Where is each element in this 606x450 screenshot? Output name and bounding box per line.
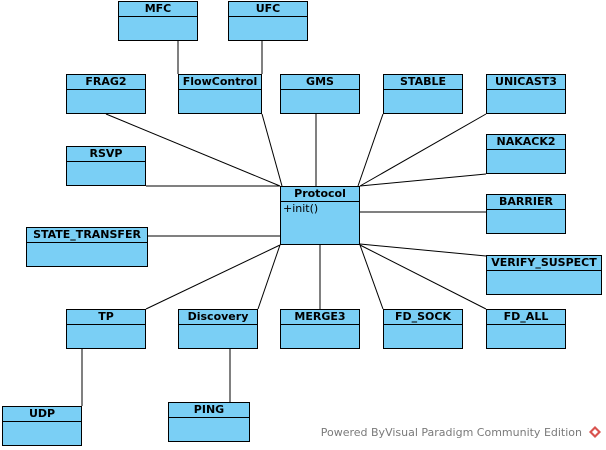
class-operation-protocol: +init() bbox=[283, 202, 319, 215]
class-name-ping: PING bbox=[169, 403, 249, 418]
class-name-tp: TP bbox=[67, 310, 145, 325]
class-box-merge3[interactable]: MERGE3 bbox=[280, 309, 360, 349]
class-name-protocol: Protocol bbox=[281, 187, 359, 202]
class-name-nakack2: NAKACK2 bbox=[487, 135, 565, 150]
association-line-unicast3-to-protocol bbox=[359, 113, 487, 187]
class-box-mfc[interactable]: MFC bbox=[118, 1, 198, 41]
class-name-unicast3: UNICAST3 bbox=[487, 75, 565, 90]
association-line-nakack2-to-protocol bbox=[359, 173, 487, 187]
class-box-stable[interactable]: STABLE bbox=[383, 74, 463, 114]
association-line-discovery-to-protocol bbox=[257, 244, 281, 310]
class-name-stable: STABLE bbox=[384, 75, 462, 90]
class-name-barrier: BARRIER bbox=[487, 195, 565, 210]
class-box-barrier[interactable]: BARRIER bbox=[486, 194, 566, 234]
association-line-flowcontrol-to-protocol bbox=[261, 113, 283, 187]
class-box-tp[interactable]: TP bbox=[66, 309, 146, 349]
class-name-flowcontrol: FlowControl bbox=[179, 75, 261, 90]
association-line-tp-to-protocol bbox=[145, 244, 281, 310]
class-name-rsvp: RSVP bbox=[67, 147, 145, 162]
class-name-gms: GMS bbox=[281, 75, 359, 90]
visual-paradigm-logo-icon bbox=[589, 426, 601, 438]
association-line-stable-to-protocol bbox=[357, 113, 384, 187]
class-box-state-transfer[interactable]: STATE_TRANSFER bbox=[26, 227, 148, 267]
class-box-gms[interactable]: GMS bbox=[280, 74, 360, 114]
class-name-mfc: MFC bbox=[119, 2, 197, 17]
class-box-discovery[interactable]: Discovery bbox=[178, 309, 258, 349]
class-box-udp[interactable]: UDP bbox=[2, 406, 82, 446]
class-name-fd-sock: FD_SOCK bbox=[384, 310, 462, 325]
class-box-ping[interactable]: PING bbox=[168, 402, 250, 442]
class-box-nakack2[interactable]: NAKACK2 bbox=[486, 134, 566, 174]
association-line-frag2-to-protocol bbox=[105, 113, 281, 187]
class-name-fd-all: FD_ALL bbox=[487, 310, 565, 325]
association-line-verify_suspect-to-protocol bbox=[359, 243, 487, 257]
class-name-state-transfer: STATE_TRANSFER bbox=[27, 228, 147, 243]
class-name-discovery: Discovery bbox=[179, 310, 257, 325]
class-box-verify-suspect[interactable]: VERIFY_SUSPECT bbox=[486, 255, 602, 295]
class-box-unicast3[interactable]: UNICAST3 bbox=[486, 74, 566, 114]
class-box-rsvp[interactable]: RSVP bbox=[66, 146, 146, 186]
class-name-merge3: MERGE3 bbox=[281, 310, 359, 325]
class-box-flowcontrol[interactable]: FlowControl bbox=[178, 74, 262, 114]
class-box-protocol[interactable]: Protocol+init() bbox=[280, 186, 360, 245]
class-name-udp: UDP bbox=[3, 407, 81, 422]
class-name-ufc: UFC bbox=[229, 2, 307, 17]
class-box-ufc[interactable]: UFC bbox=[228, 1, 308, 41]
powered-by-watermark: Powered ByVisual Paradigm Community Edit… bbox=[320, 426, 582, 439]
association-line-fd_sock-to-protocol bbox=[359, 244, 384, 310]
class-name-frag2: FRAG2 bbox=[67, 75, 145, 90]
class-name-verify-suspect: VERIFY_SUSPECT bbox=[487, 256, 601, 271]
class-box-frag2[interactable]: FRAG2 bbox=[66, 74, 146, 114]
class-box-fd-sock[interactable]: FD_SOCK bbox=[383, 309, 463, 349]
class-box-fd-all[interactable]: FD_ALL bbox=[486, 309, 566, 349]
association-line-fd_all-to-protocol bbox=[359, 244, 487, 310]
